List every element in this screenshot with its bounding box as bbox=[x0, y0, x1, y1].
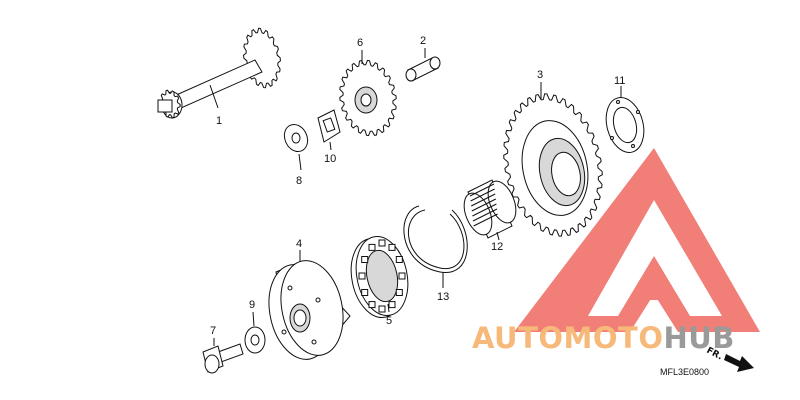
callout-8: 8 bbox=[296, 175, 302, 187]
callout-5: 5 bbox=[386, 315, 392, 327]
part-11-plate: 11 bbox=[605, 75, 645, 153]
callout-13: 13 bbox=[437, 291, 449, 303]
watermark-word-a: AUTOMOTO bbox=[472, 321, 663, 355]
callout-3: 3 bbox=[537, 69, 543, 81]
watermark-logo-icon bbox=[514, 148, 760, 332]
callout-10: 10 bbox=[324, 153, 336, 165]
part-12-needle-bearing: 12 bbox=[463, 179, 517, 253]
part-7-bolt: 7 bbox=[202, 325, 244, 374]
callout-7: 7 bbox=[210, 325, 216, 337]
part-10-lock-plate: 10 bbox=[317, 109, 341, 165]
callout-1: 1 bbox=[216, 115, 222, 127]
watermark-text: AUTOMOTOHUB bbox=[472, 321, 735, 355]
part-3-starter-gear: 3 bbox=[503, 69, 603, 237]
callout-11: 11 bbox=[614, 75, 625, 87]
part-6-sprocket: 6 bbox=[339, 37, 397, 137]
watermark-word-b: HUB bbox=[663, 321, 734, 355]
part-8-washer: 8 bbox=[283, 123, 309, 187]
part-1-shaft: 1 bbox=[157, 27, 281, 127]
part-2-pin: 2 bbox=[405, 35, 441, 82]
part-4-clutch-outer: 4 bbox=[268, 238, 351, 360]
part-9-washer: 9 bbox=[244, 299, 266, 354]
callout-2: 2 bbox=[420, 35, 426, 47]
part-13-circlip: 13 bbox=[403, 205, 468, 303]
callout-9: 9 bbox=[249, 299, 255, 311]
gear-large bbox=[243, 27, 281, 89]
callout-6: 6 bbox=[357, 37, 363, 49]
callout-12: 12 bbox=[491, 241, 503, 253]
callout-4: 4 bbox=[296, 238, 302, 250]
part-5-one-way-clutch: 5 bbox=[350, 236, 409, 327]
diagram-code: MFL3E0800 bbox=[660, 367, 709, 377]
